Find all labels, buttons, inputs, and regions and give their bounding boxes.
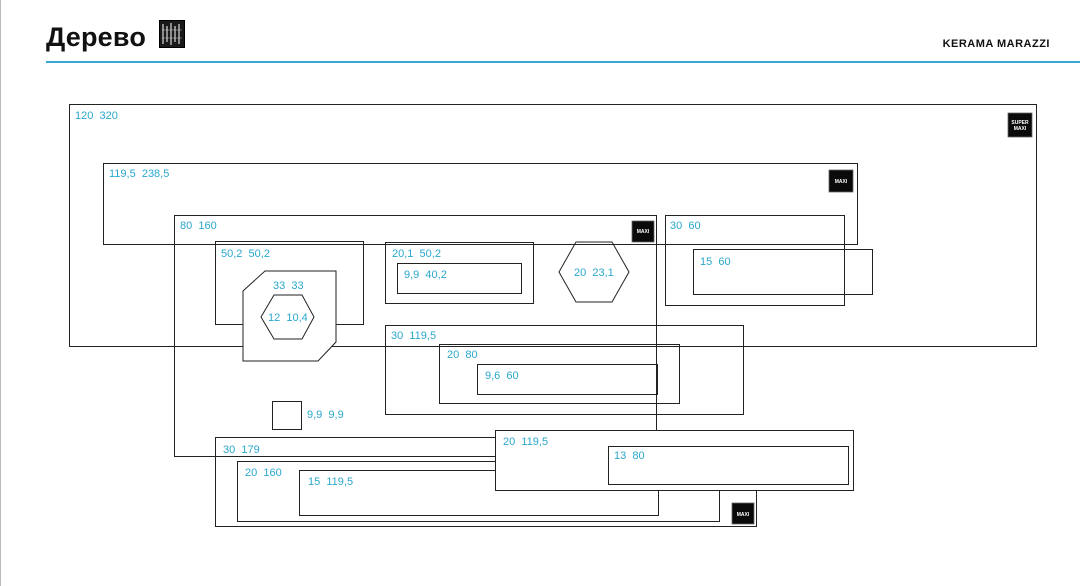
tile-80x160 bbox=[174, 215, 657, 457]
tile-12x10-4-hexagon bbox=[260, 294, 315, 340]
svg-text:SUPER: SUPER bbox=[1011, 120, 1029, 126]
header-divider bbox=[46, 61, 1080, 63]
tile-label: 20 160 bbox=[245, 467, 282, 479]
tile-30x119-5 bbox=[385, 325, 744, 415]
tile-120x320 bbox=[69, 104, 1037, 347]
svg-text:MAXI: MAXI bbox=[637, 229, 650, 235]
tile-9-9x40-2 bbox=[397, 263, 522, 294]
maxi-badge: MAXI bbox=[631, 220, 655, 243]
tile-9-6x60 bbox=[477, 364, 658, 395]
tile-20x23-1-hexagon bbox=[558, 241, 630, 303]
tile-20x160 bbox=[237, 461, 720, 522]
tile-label: 119,5 238,5 bbox=[109, 168, 169, 180]
tile-label: 50,2 50,2 bbox=[221, 248, 270, 260]
tile-119-5x238-5 bbox=[103, 163, 858, 245]
tile-33x33-shape bbox=[242, 270, 337, 362]
svg-text:MAXI: MAXI bbox=[835, 179, 848, 185]
tile-label: 30 179 bbox=[223, 444, 260, 456]
tile-pattern-icon bbox=[159, 20, 185, 48]
svg-text:MAXI: MAXI bbox=[737, 512, 750, 518]
tile-20x119-5 bbox=[495, 430, 854, 491]
tile-label: 20 80 bbox=[447, 349, 478, 361]
tile-label: 13 80 bbox=[614, 450, 645, 462]
tile-13x80 bbox=[608, 446, 849, 485]
brand-logo-text: KERAMA MARAZZI bbox=[942, 38, 1050, 50]
tile-30x60 bbox=[665, 215, 845, 306]
tile-20-1x50-2 bbox=[385, 242, 534, 304]
tile-label: 20,1 50,2 bbox=[392, 248, 441, 260]
super-maxi-badge: SUPER MAXI bbox=[1007, 112, 1033, 138]
left-edge-line bbox=[0, 0, 1, 586]
tile-9-9x9-9 bbox=[272, 401, 302, 430]
tile-20x80 bbox=[439, 344, 680, 404]
tile-label: 20 23,1 bbox=[574, 267, 614, 279]
tile-label: 9,9 9,9 bbox=[307, 409, 344, 421]
tile-label: 30 119,5 bbox=[391, 330, 436, 342]
tile-label: 9,6 60 bbox=[485, 370, 519, 382]
page-title: Дерево bbox=[46, 22, 147, 52]
tile-label: 33 33 bbox=[273, 280, 304, 292]
maxi-badge: MAXI bbox=[731, 502, 755, 525]
tile-label: 120 320 bbox=[75, 110, 118, 122]
tile-label: 15 60 bbox=[700, 256, 731, 268]
tile-label: 12 10,4 bbox=[268, 312, 308, 324]
tile-label: 15 119,5 bbox=[308, 476, 353, 488]
tile-label: 20 119,5 bbox=[503, 436, 548, 448]
svg-text:MAXI: MAXI bbox=[1014, 126, 1027, 132]
tile-15x60 bbox=[693, 249, 873, 295]
tile-label: 30 60 bbox=[670, 220, 701, 232]
tile-label: 80 160 bbox=[180, 220, 217, 232]
tile-label: 9,9 40,2 bbox=[404, 269, 447, 281]
maxi-badge: MAXI bbox=[828, 169, 854, 193]
tile-15x119-5 bbox=[299, 470, 659, 516]
